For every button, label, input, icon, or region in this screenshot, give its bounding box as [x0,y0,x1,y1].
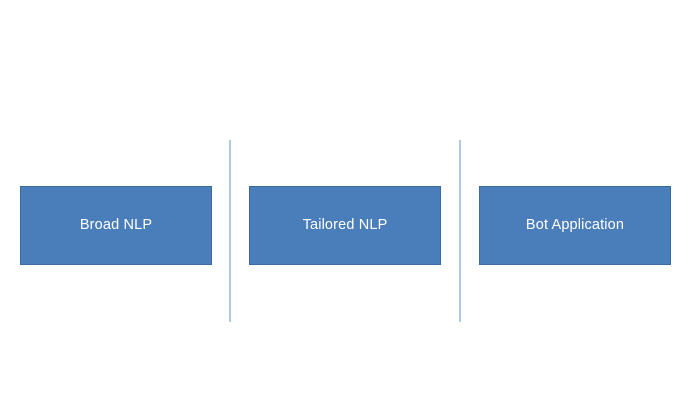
stage-label-tailored-nlp: Tailored NLP [302,217,388,234]
stage-box-bot-application[interactable]: Bot Application [479,186,671,265]
vertical-divider-1 [229,140,231,322]
stage-label-broad-nlp: Broad NLP [79,217,153,234]
stage-box-broad-nlp[interactable]: Broad NLP [20,186,212,265]
stage-box-tailored-nlp[interactable]: Tailored NLP [249,186,441,265]
stage-label-bot-application: Bot Application [525,217,625,234]
vertical-divider-2 [459,140,461,322]
